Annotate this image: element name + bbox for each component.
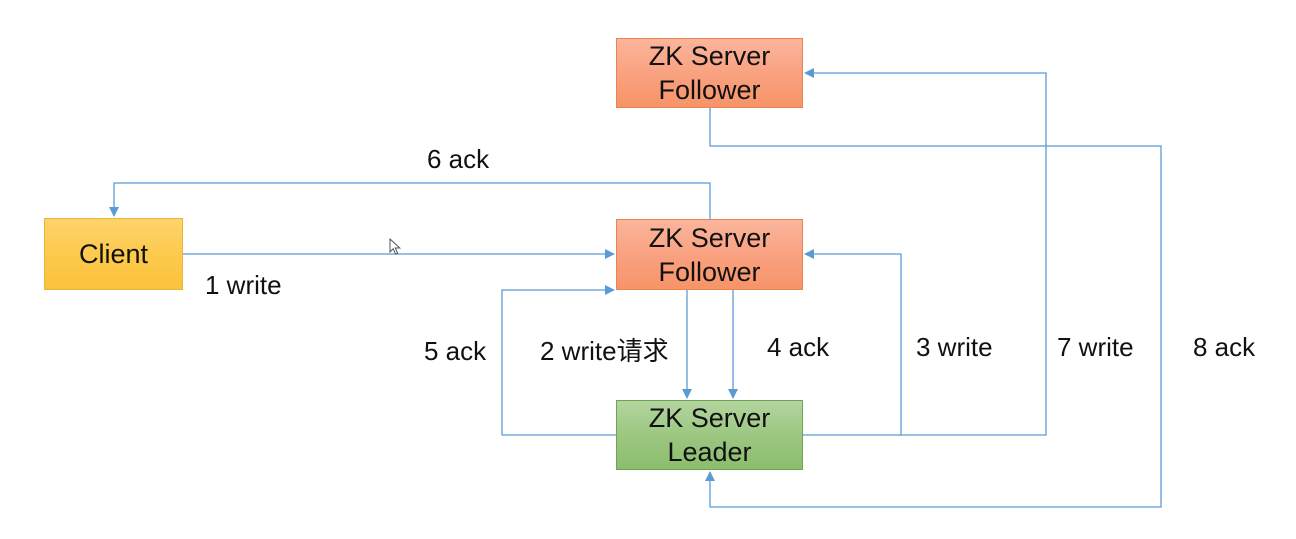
leader-line1: ZK Server	[648, 403, 771, 433]
edge-4-label: 4 ack	[767, 332, 830, 362]
edge-8-label: 8 ack	[1193, 332, 1256, 362]
leader-node: ZK Server Leader	[616, 400, 803, 470]
follower-middle-line1: ZK Server	[648, 222, 771, 253]
edge-6-ack-line	[109, 182, 711, 219]
edge-2-label: 2 write请求	[540, 336, 669, 366]
mouse-pointer-icon	[389, 238, 402, 255]
client-label: Client	[78, 239, 149, 269]
edge-5-ack-line	[501, 285, 616, 436]
follower-middle-line2: Follower	[658, 256, 761, 287]
edge-1-label: 1 write	[205, 270, 282, 300]
edge-3-label: 3 write	[916, 332, 993, 362]
edge-7-label: 7 write	[1057, 332, 1134, 362]
edge-3-write-line	[803, 249, 902, 436]
follower-top-node: ZK Server Follower	[616, 38, 803, 108]
follower-top-line2: Follower	[658, 75, 761, 105]
edge-6-label: 6 ack	[427, 144, 490, 174]
leader-line2: Leader	[667, 437, 752, 467]
client-node: Client	[44, 218, 183, 290]
edge-7-write-line	[804, 68, 1047, 436]
follower-top-line1: ZK Server	[648, 41, 771, 71]
edge-8-ack-line	[705, 108, 1162, 508]
follower-middle-node: ZK Server Follower	[616, 219, 803, 290]
edge-5-label: 5 ack	[424, 336, 487, 366]
